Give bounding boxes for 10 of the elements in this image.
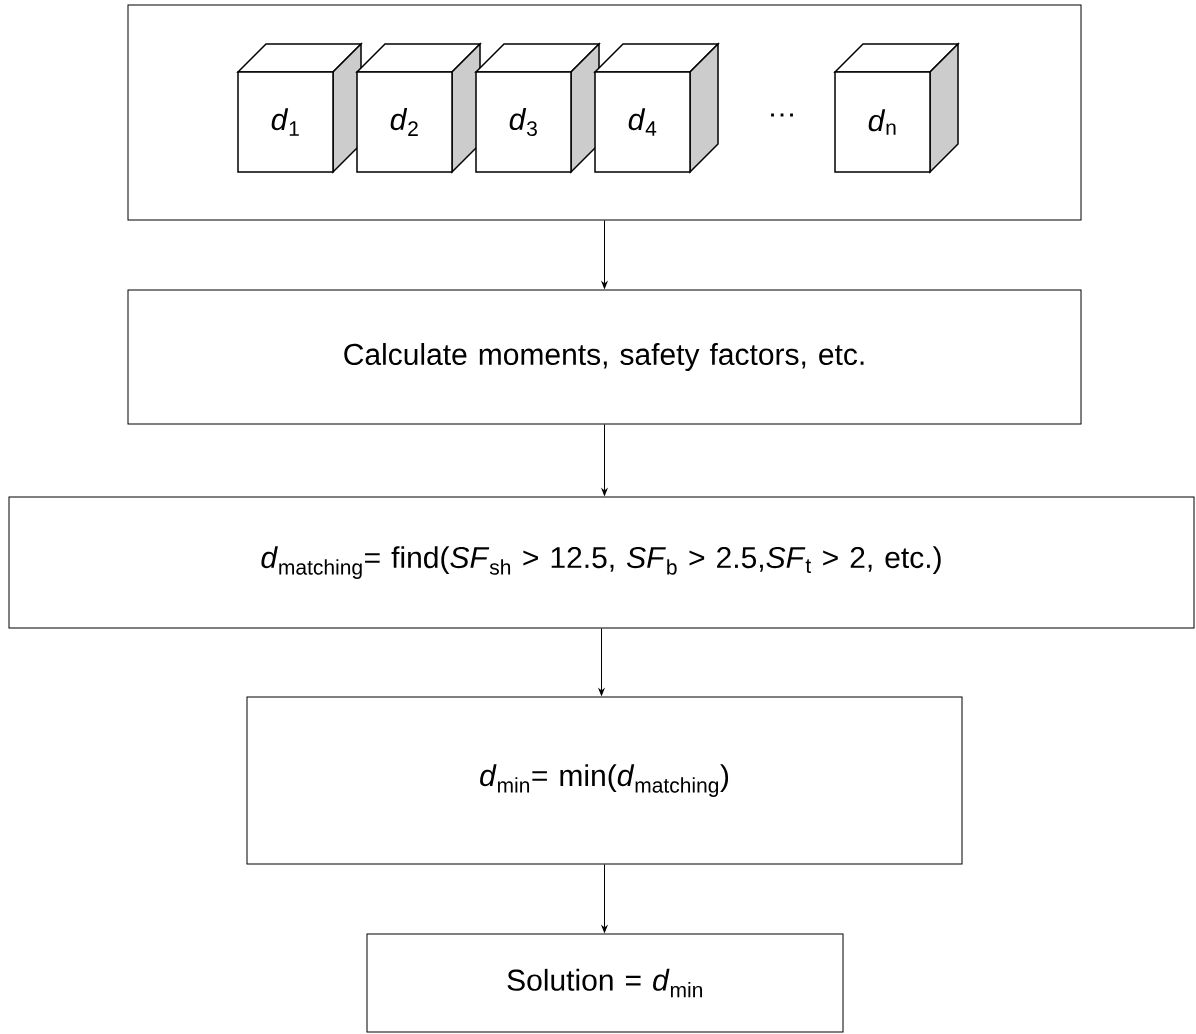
arrow (598, 628, 605, 696)
process-box (127, 4, 1082, 221)
process-box: d$_{min}$= min(d$_{matching}$) (246, 696, 963, 865)
arrow (601, 424, 608, 496)
ellipsis-label: … (771, 113, 793, 117)
process-box: d$_{matching}$= find(SF$_{sh}$ > 12.5, SF$_{b}$ > 2.5,SF$_{t}$ > 2, etc.) (8, 496, 1195, 629)
arrow (601, 864, 608, 933)
process-box: Calculate moments, safety factors, etc. (127, 289, 1082, 425)
arrow (601, 220, 608, 289)
process-box: Solution = d$_{min}$ (366, 933, 844, 1033)
